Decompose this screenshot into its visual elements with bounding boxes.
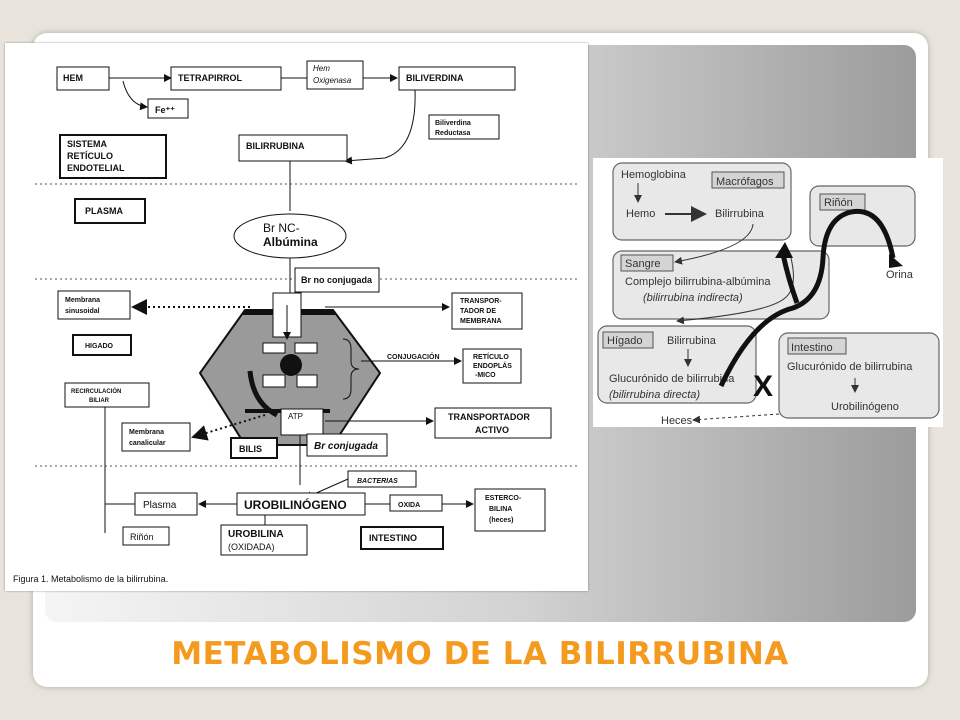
atp-label: ATP — [288, 412, 303, 421]
sistema-label: SISTEMA — [67, 139, 108, 149]
hemoglobina-label: Hemoglobina — [621, 169, 687, 181]
conjugacion-label: CONJUGACIÓN — [387, 352, 440, 361]
membrana-sinusoidal-label: Membrana — [65, 297, 100, 304]
fe-label: Fe⁺⁺ — [155, 105, 175, 115]
bilis-label: BILIS — [239, 444, 262, 454]
estercobilina-label: ESTERCO- — [485, 495, 522, 502]
urobilina-label-2: (OXIDADA) — [228, 542, 275, 552]
bilirrubina-label: BILIRRUBINA — [246, 141, 305, 151]
sistema-label-2: RETÍCULO — [67, 151, 113, 161]
complejo-label: Complejo bilirrubina-albúmina — [625, 276, 771, 288]
transportador-membrana-label-2: TADOR DE — [460, 308, 496, 315]
bilirubin-pathway-figure: Hemoglobina Macrófagos Hemo Bilirrubina … — [593, 158, 943, 427]
estercobilina-label-3: (heces) — [489, 517, 514, 524]
rinon-label: Riñón — [130, 532, 154, 542]
sistema-label-3: ENDOTELIAL — [67, 163, 125, 173]
transportador-activo-label: TRANSPORTADOR — [448, 412, 530, 422]
recirculacion-label: RECIRCULACIÓN — [71, 387, 121, 395]
transportador-membrana-label-3: MEMBRANA — [460, 318, 502, 325]
sangre-label: Sangre — [625, 258, 660, 270]
biliverdina-label: BILIVERDINA — [406, 73, 464, 83]
biliverdina-reductasa-label-2: Reductasa — [435, 130, 471, 137]
membrana-canalicular-label: Membrana — [129, 429, 164, 436]
transportador-membrana-label: TRANSPOR- — [460, 298, 502, 305]
br-no-conjugada-label: Br no conjugada — [301, 275, 373, 285]
higado-label: HIGADO — [85, 343, 114, 350]
bacterias-label: BACTERIAS — [357, 478, 398, 485]
estercobilina-label-2: BILINA — [489, 506, 512, 513]
hem-oxigenasa-label: Hem — [313, 64, 330, 73]
hem-oxigenasa-label-2: Oxigenasa — [313, 76, 352, 85]
reticulo-label-2: ENDOPLÁS — [473, 361, 512, 370]
tetrapirrol-label: TETRAPIRROL — [178, 73, 243, 83]
urobilinogeno-label: UROBILINÓGENO — [244, 497, 347, 512]
bilirubin-metabolism-figure: HEM Fe⁺⁺ TETRAPIRROL Hem Oxigenasa BILIV… — [5, 43, 588, 591]
bilirrubina2-label: Bilirrubina — [667, 335, 717, 347]
albumina-label: Albúmina — [263, 235, 318, 249]
plasma-label: PLASMA — [85, 206, 124, 216]
orina-label: Orina — [886, 269, 914, 281]
higado-label: Hígado — [607, 335, 642, 347]
blocked-x-mark: X — [753, 370, 773, 403]
recirculacion-label-2: BILIAR — [89, 398, 110, 404]
oxida-label: OXIDA — [398, 502, 420, 509]
membrana-sinusoidal-label-2: sinusoidal — [65, 308, 100, 315]
urobilinogeno-label: Urobilinógeno — [831, 401, 899, 413]
rinon-label: Riñón — [824, 197, 853, 209]
reticulo-label-3: -MICO — [475, 372, 496, 379]
page-title: METABOLISMO DE LA BILIRRUBINA — [171, 636, 789, 672]
urobilina-label: UROBILINA — [228, 529, 284, 540]
br-conjugada-label: Br conjugada — [314, 441, 378, 452]
directa-label: (bilirrubina directa) — [609, 389, 700, 401]
macrofagos-label: Macrófagos — [716, 176, 774, 188]
glucuronido-2-label: Glucurónido de bilirrubina — [787, 361, 913, 373]
glucuronido-label: Glucurónido de bilirrubina — [609, 373, 735, 385]
hem-label: HEM — [63, 73, 83, 83]
intestino-label: Intestino — [791, 342, 833, 354]
indirecta-label: (bilirrubina indirecta) — [643, 292, 743, 304]
br-nc-label: Br NC- — [263, 221, 300, 235]
membrana-canalicular-label-2: canalicular — [129, 440, 166, 447]
intestino-label: INTESTINO — [369, 533, 417, 543]
biliverdina-reductasa-label: Biliverdina — [435, 120, 471, 127]
reticulo-label: RETÍCULO — [473, 352, 509, 361]
hemo-label: Hemo — [626, 208, 655, 220]
heces-label: Heces — [661, 415, 693, 427]
bilirrubina-label: Bilirrubina — [715, 208, 765, 220]
transportador-activo-label-2: ACTIVO — [475, 425, 509, 435]
figure-caption: Figura 1. Metabolismo de la bilirrubina. — [13, 574, 168, 584]
plasma2-label: Plasma — [143, 500, 177, 511]
